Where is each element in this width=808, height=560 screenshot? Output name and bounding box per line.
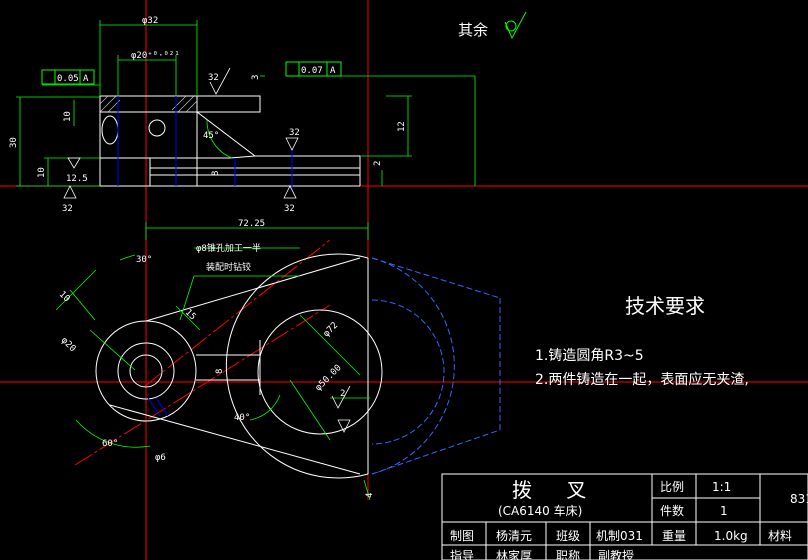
class-value: 机制031 xyxy=(596,529,643,543)
material-label: 材料 xyxy=(768,529,792,543)
top-view xyxy=(99,95,361,187)
dim-30: 30 xyxy=(9,137,19,148)
qty-label: 件数 xyxy=(660,503,684,518)
dim-3: 3 xyxy=(251,75,261,80)
dim-10-front: 10 xyxy=(57,290,72,305)
dim-10: 10 xyxy=(63,111,73,122)
dim-phi20: φ20⁺⁰·⁰²¹ xyxy=(131,51,180,61)
dim-phi20-front: φ20 xyxy=(59,336,78,355)
surface-note-label: 其余 xyxy=(458,21,488,39)
note-assembly: 装配时钻铰 xyxy=(206,261,251,273)
dim-phi32: φ32 xyxy=(142,16,158,26)
dim-phi6: φ6 xyxy=(155,453,166,463)
note-taper-hole: φ8锥孔加工一半 xyxy=(196,242,261,254)
dim-4: 4 xyxy=(365,493,375,498)
tolerance-frame-2 xyxy=(285,61,342,77)
top-view-hatch xyxy=(99,95,198,113)
roughness-marks-top xyxy=(63,67,299,199)
title-value: 副教授 xyxy=(598,548,634,560)
dim-12: 12 xyxy=(397,121,407,132)
scale-label: 比例 xyxy=(660,480,684,494)
dim-r125: 12.5 xyxy=(66,174,88,184)
dim-60deg: 60° xyxy=(102,439,118,449)
made-by: 杨清元 xyxy=(496,528,532,543)
tol-value-1: 0.05 xyxy=(57,74,79,84)
dim-phi72: φ72 xyxy=(322,321,341,340)
tolerance-frame-1 xyxy=(41,69,95,85)
mirror-half xyxy=(371,257,501,475)
requirement-1: 1.铸造圆角R3~5 xyxy=(535,348,644,364)
top-view-hidden xyxy=(117,96,293,190)
dim-72-25: 72.25 xyxy=(238,219,265,229)
front-view-dims xyxy=(55,222,371,501)
part-subtitle: (CA6140 车床) xyxy=(498,503,582,518)
requirement-2: 2.两件铸造在一起，表面应无夹渣, xyxy=(535,371,749,388)
dim-r32-b: 32 xyxy=(289,128,300,138)
part-name: 拨 叉 xyxy=(512,478,600,502)
drawing-number: 831 xyxy=(790,492,808,506)
dim-2-front: 2 xyxy=(340,389,345,399)
dim-2: 2 xyxy=(373,161,383,166)
roughness-marks-front xyxy=(331,385,351,433)
tol-value-2: 0.07 xyxy=(301,66,323,76)
dim-30deg: 30° xyxy=(136,255,152,265)
surface-roughness-icon xyxy=(504,11,527,40)
dim-40deg: 40° xyxy=(234,413,250,423)
weight-label: 重量 xyxy=(662,529,686,543)
dim-r32-c: 32 xyxy=(62,204,73,214)
requirements-title: 技术要求 xyxy=(625,294,705,318)
dim-8: 8 xyxy=(211,171,221,176)
dim-8-front: 8 xyxy=(215,369,225,374)
dim-10b: 10 xyxy=(37,167,47,178)
front-view-hidden xyxy=(147,397,169,417)
made-label: 制图 xyxy=(450,529,474,543)
dim-r32-a: 32 xyxy=(208,73,219,83)
class-label: 班级 xyxy=(556,529,580,543)
guide-label: 指导 xyxy=(450,548,474,560)
datum-2: A xyxy=(330,66,336,76)
dim-r32-d: 32 xyxy=(284,204,295,214)
scale-value: 1:1 xyxy=(712,480,731,494)
datum-1: A xyxy=(83,74,89,84)
top-view-dims xyxy=(16,20,476,187)
qty-value: 1 xyxy=(720,504,728,518)
front-view xyxy=(95,253,383,479)
weight-value: 1.0kg xyxy=(714,529,748,543)
title-label: 职称 xyxy=(556,549,580,560)
dim-45: 45° xyxy=(203,131,219,141)
title-block xyxy=(441,473,808,560)
guide-by: 林家厚 xyxy=(496,548,532,560)
